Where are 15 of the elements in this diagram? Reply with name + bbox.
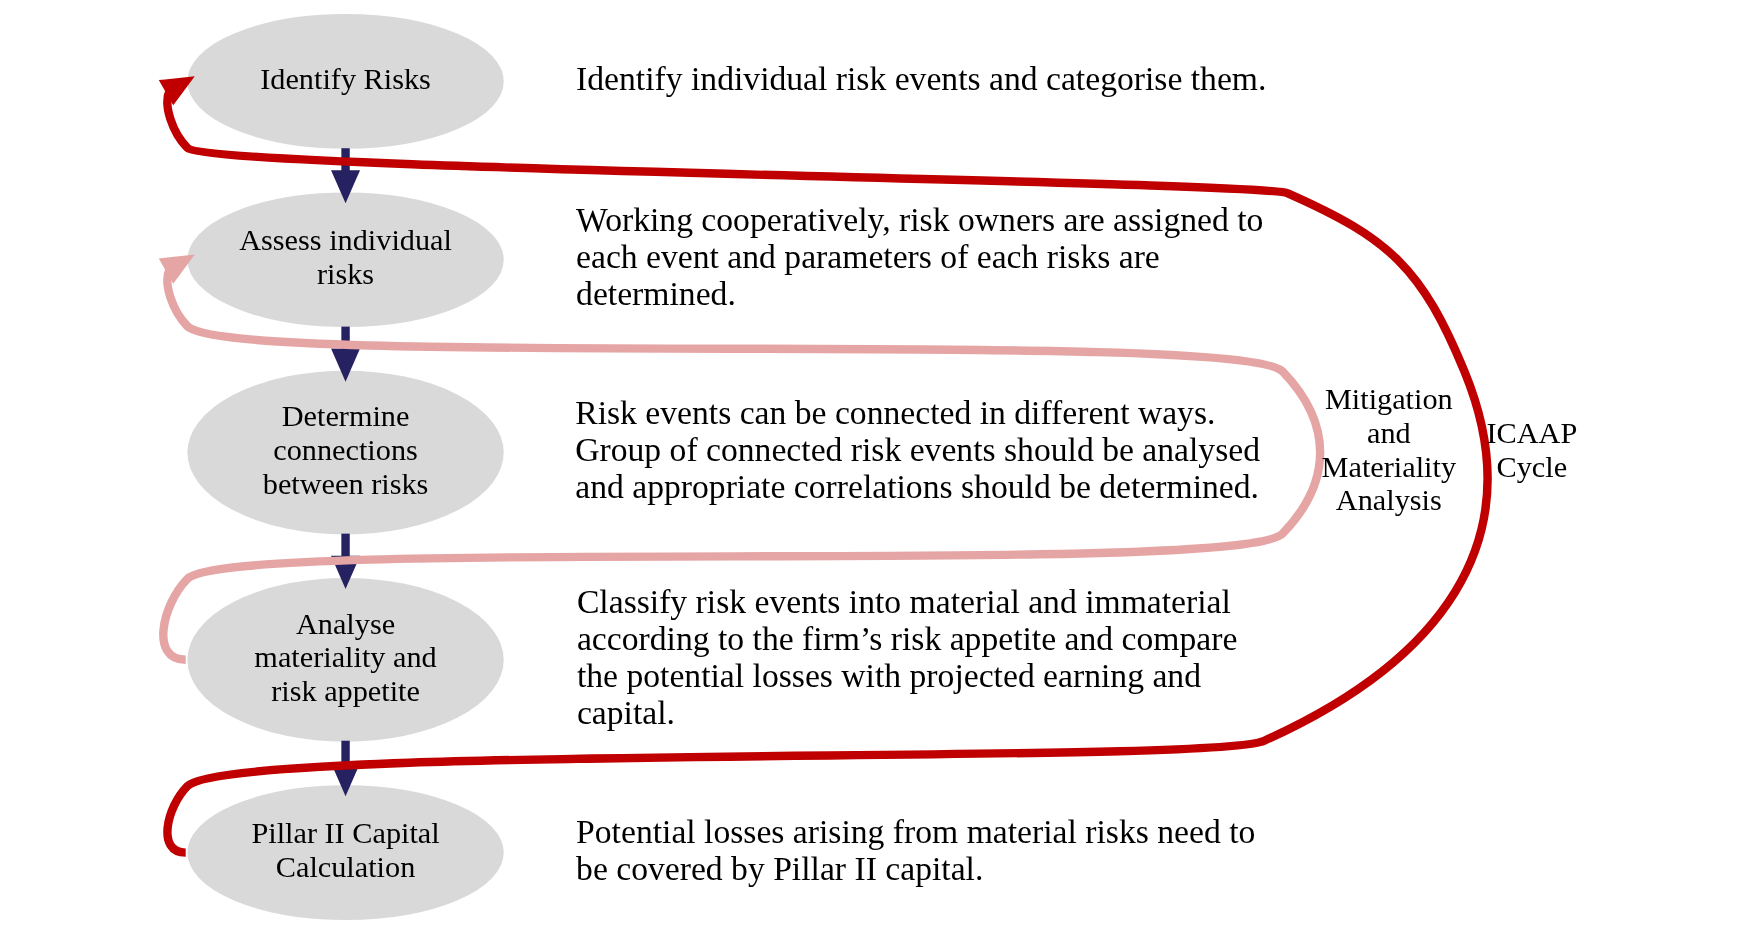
edge-label: ICAAP Cycle <box>1486 416 1578 484</box>
node-label: Working cooperatively, risk owners are assigned to each event and parameters of each risks are determined. <box>576 201 1264 313</box>
node-ellipse: Identify Risks <box>187 14 504 149</box>
node-ellipse: Assess individual risks <box>187 192 504 328</box>
node-label: Identify individual risk events and categorise them. <box>576 59 1267 97</box>
node-ellipse: Determine connections between risks <box>187 370 504 535</box>
node-label: Classify risk events into material and immaterial according to the firm’s risk appetite and compare the potential losses with projected earning and capital. <box>576 582 1238 731</box>
arrow <box>331 148 361 204</box>
node-label: Risk events can be connected in different ways. Group of connected risk events should be analysed and appropriate correlations should be determined. <box>575 393 1261 505</box>
node-ellipse: Analyse materiality and risk appetite <box>187 577 504 742</box>
arrow <box>158 76 1492 856</box>
node-label: Potential losses arising from material risks need to be covered by Pillar II capital. <box>576 812 1256 887</box>
node-ellipse: Pillar II Capital Calculation <box>187 785 504 920</box>
arrow <box>331 326 361 382</box>
edge-label: Mitigation and Materiality Analysis <box>1321 382 1457 518</box>
